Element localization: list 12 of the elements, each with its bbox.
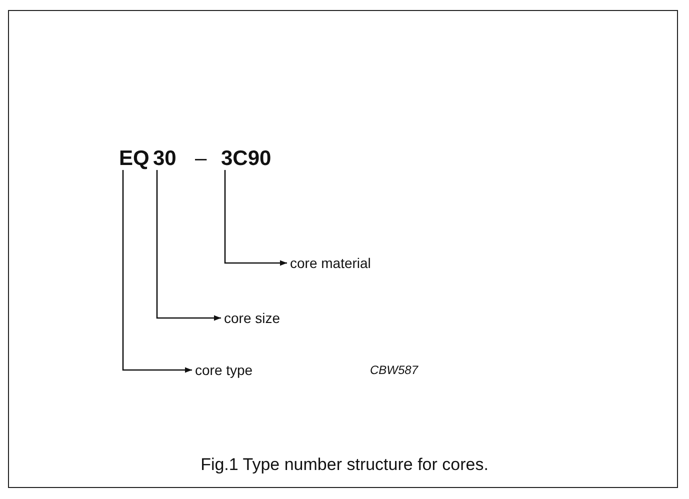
type-code-part: 3C90 <box>221 147 272 171</box>
arrow <box>156 170 221 321</box>
part-description: core size <box>224 309 280 327</box>
figure-caption: Fig.1 Type number structure for cores. <box>200 455 488 474</box>
type-code-part: 30 <box>153 147 176 171</box>
type-code-part: EQ <box>119 147 150 171</box>
part-description: core type <box>195 361 253 379</box>
part-description: core material <box>290 254 371 272</box>
figure-code: CBW587 <box>370 362 418 379</box>
arrow <box>122 170 192 373</box>
arrow <box>224 170 287 266</box>
dash-separator: – <box>195 147 207 171</box>
